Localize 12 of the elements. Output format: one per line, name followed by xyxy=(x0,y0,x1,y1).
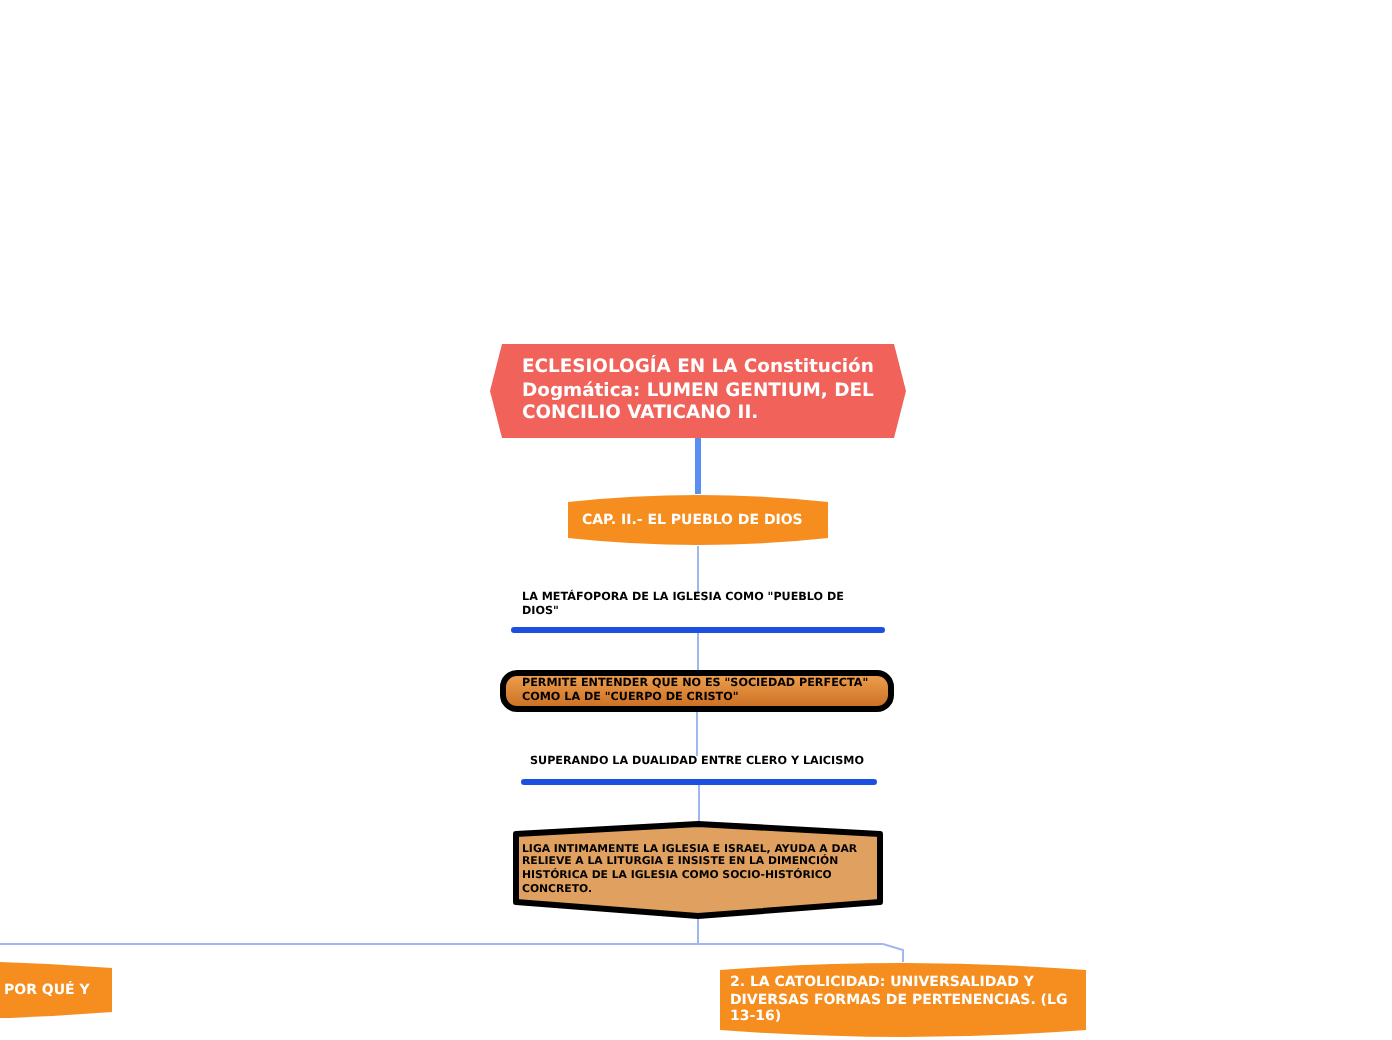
rounded-box xyxy=(720,962,1086,1038)
outlined-box xyxy=(500,670,894,712)
connector-line xyxy=(695,438,701,494)
connector-line xyxy=(697,545,699,593)
hexagon-box xyxy=(512,822,884,918)
connector-line xyxy=(696,711,698,757)
connector-line xyxy=(698,783,700,823)
underlined-topic xyxy=(524,756,874,784)
connector-line xyxy=(697,631,699,671)
rounded-box xyxy=(568,494,828,546)
underlined-topic xyxy=(514,592,882,632)
node-text: ECLESIOLOGÍA EN LA Constitución Dogmática: LUMEN GENTIUM, DEL CONCILIO VATICANO II. xyxy=(522,356,874,426)
